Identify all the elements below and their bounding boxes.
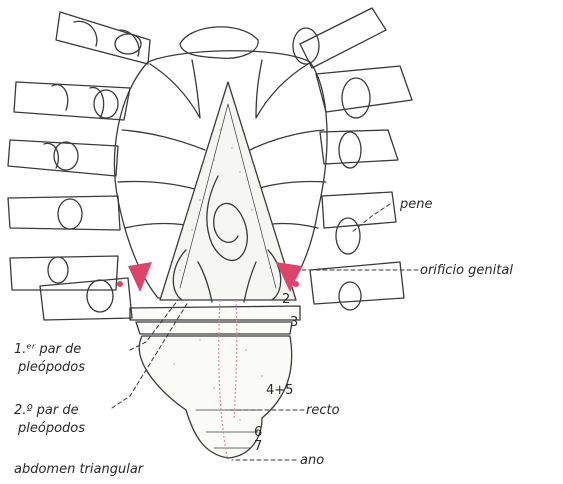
recto-label: recto: [306, 403, 340, 418]
segment-number-6: 6: [254, 426, 262, 440]
par1-label-line2: pleópodos: [18, 360, 85, 375]
par1-label-line1: 1.ᵉʳ par de: [14, 342, 81, 357]
left-genital-mark: [128, 262, 152, 292]
abdomen-lower: [130, 306, 300, 458]
par2-label-line1: 2.º par de: [14, 403, 79, 418]
segment-number-2: 2: [282, 293, 290, 307]
orificio-genital-label: orificio genital: [420, 263, 513, 278]
segment-number-4-5: 4+5: [266, 384, 293, 398]
par2-label-line2: pleópodos: [18, 421, 85, 436]
left-legs: [8, 12, 150, 320]
segment-number-7: 7: [254, 440, 262, 454]
right-legs: [293, 8, 412, 310]
abdomen-triangle: [160, 82, 296, 300]
pene-label: pene: [400, 197, 433, 212]
segment-number-3: 3: [290, 316, 298, 330]
front-cap: [180, 27, 258, 58]
abdomen-label: abdomen triangular: [14, 462, 143, 477]
ano-label: ano: [300, 453, 324, 468]
